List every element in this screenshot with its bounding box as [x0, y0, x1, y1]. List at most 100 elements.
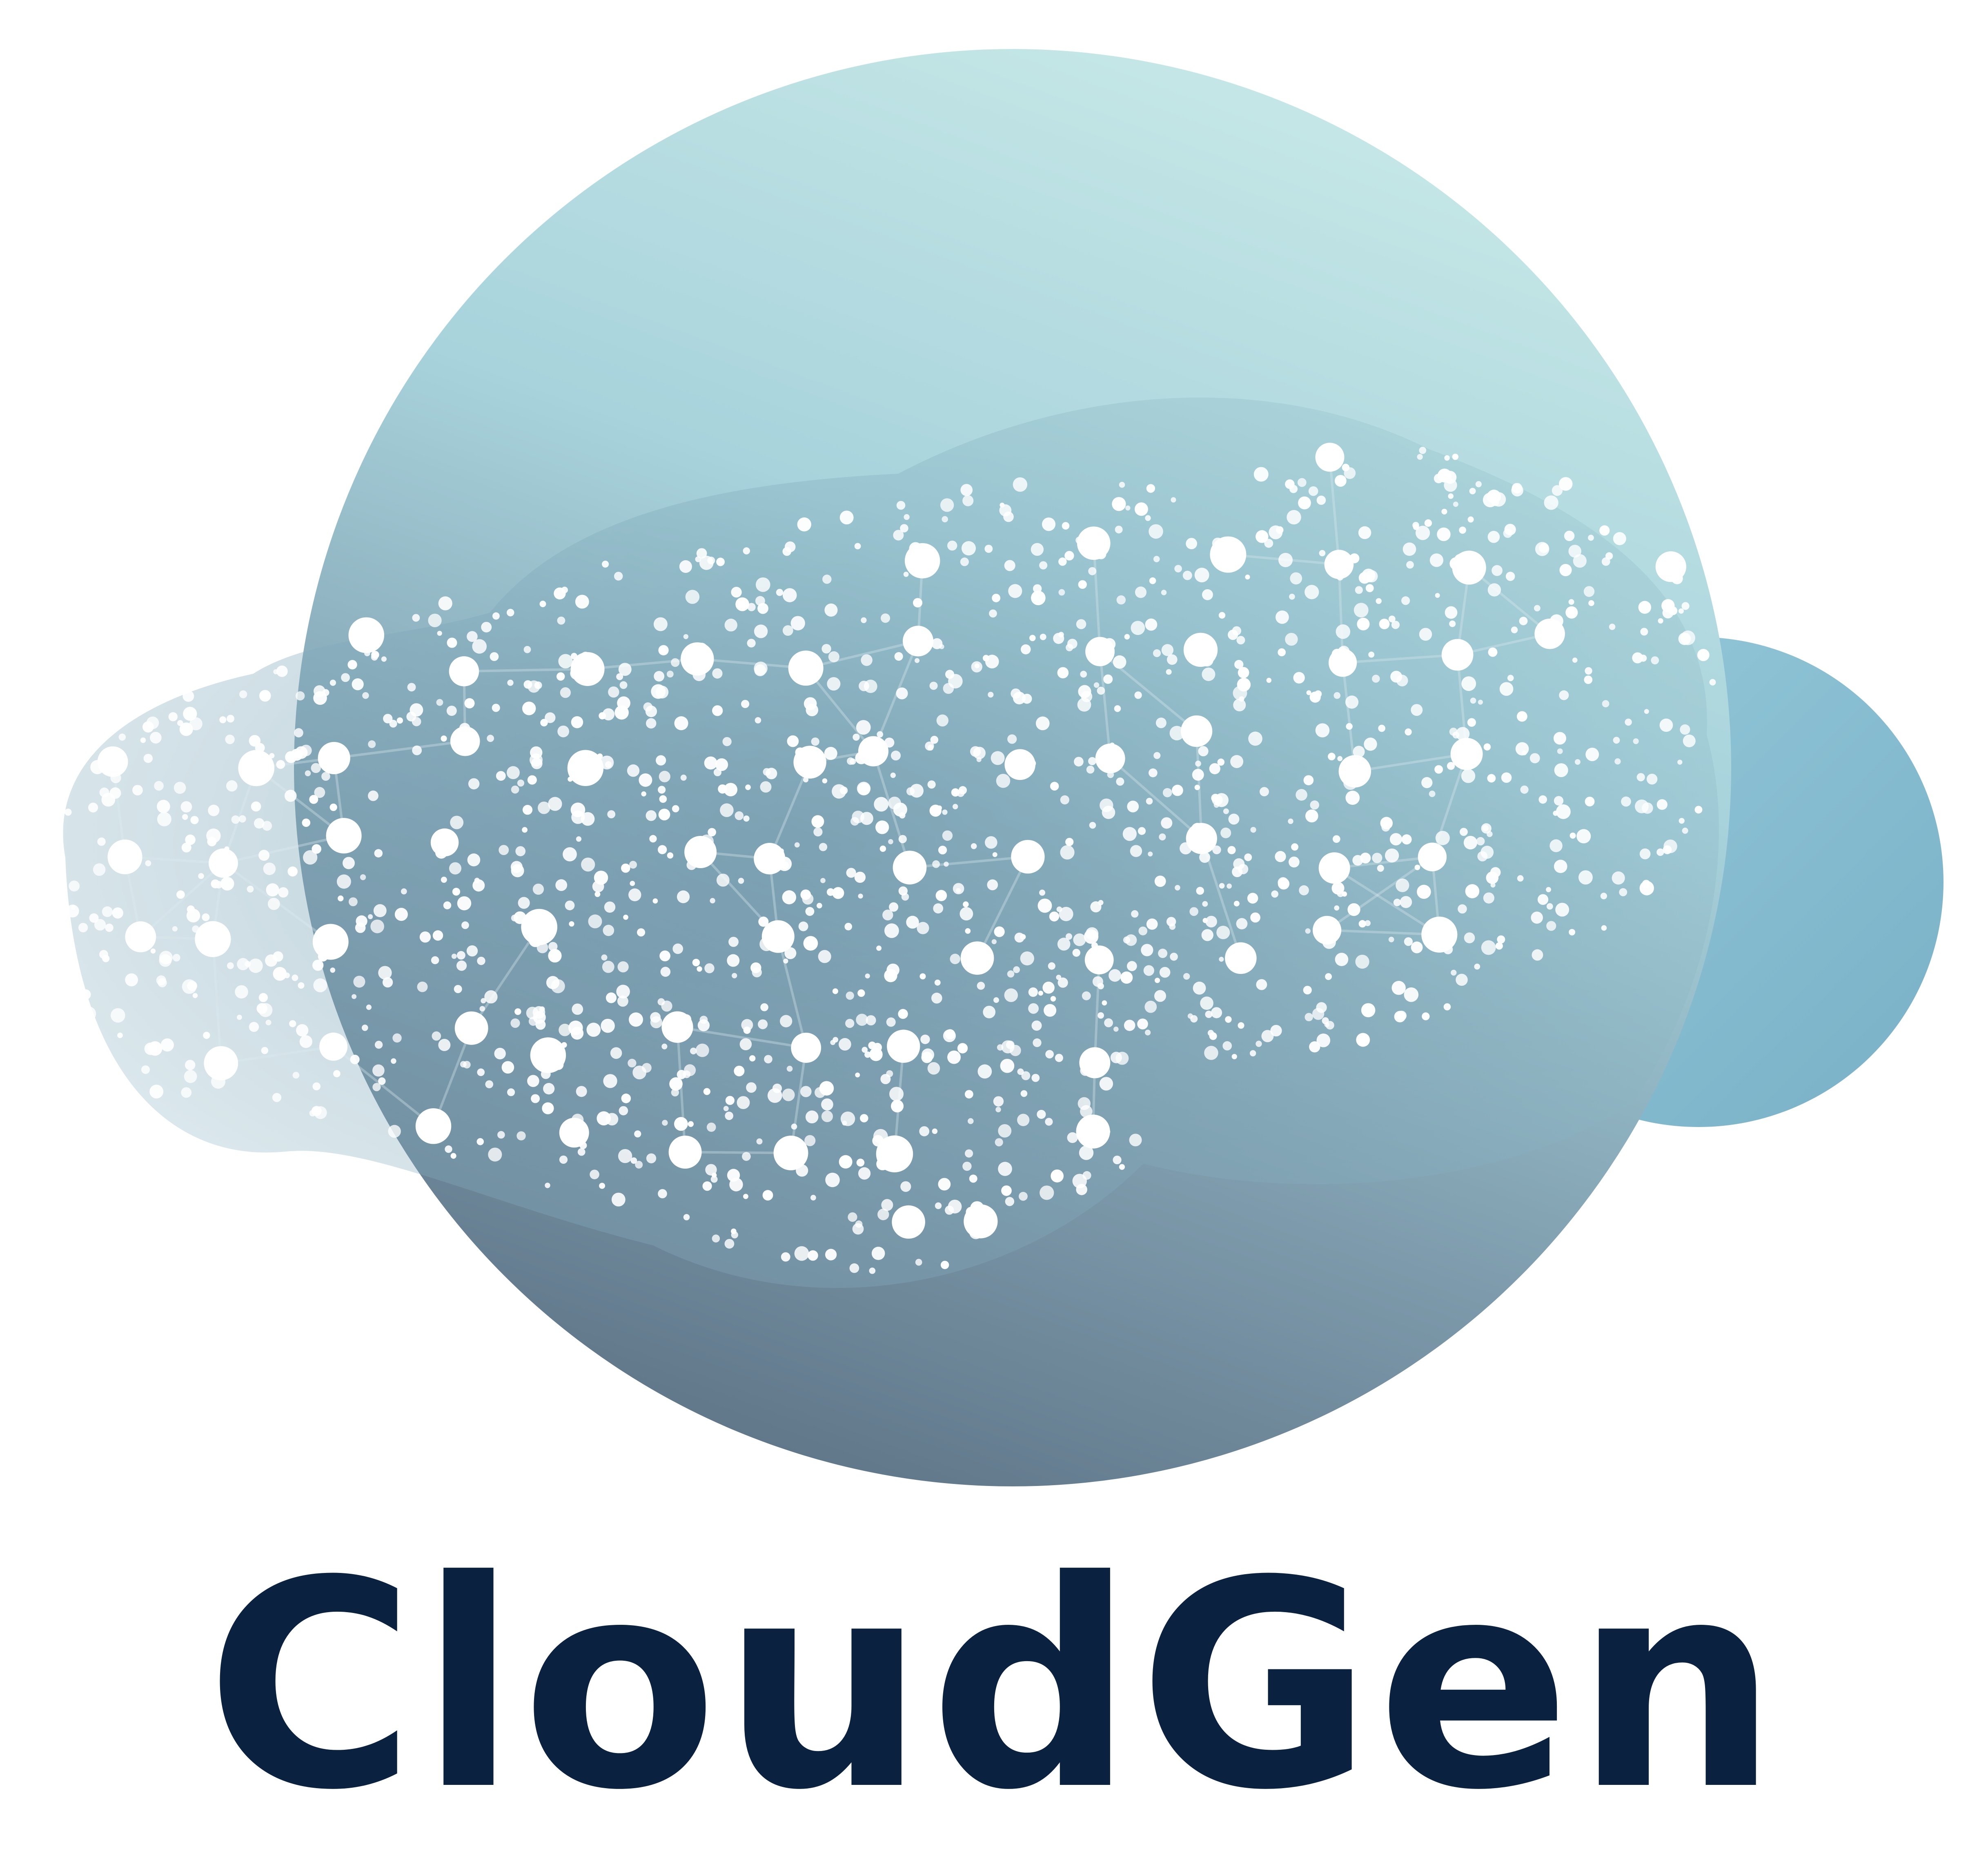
network-node-small [893, 1052, 898, 1058]
network-node-small [1048, 962, 1055, 970]
network-node-small [278, 887, 289, 898]
network-node-small [1122, 827, 1137, 841]
network-node-small [305, 770, 311, 777]
network-node-small [1633, 738, 1639, 744]
network-node-small [450, 1153, 456, 1159]
network-node-small [485, 1080, 494, 1089]
network-node-small [1668, 606, 1678, 615]
network-link [790, 1047, 808, 1153]
network-node-small [99, 787, 109, 797]
network-node-large [1318, 852, 1350, 884]
network-node-small [1057, 667, 1069, 679]
network-node-small [292, 974, 298, 981]
network-node-small [746, 1082, 757, 1093]
network-node-small [766, 862, 772, 868]
network-node-small [1055, 1054, 1063, 1062]
network-node-small [1709, 679, 1716, 686]
network-node-small [579, 1142, 587, 1149]
network-node-small [1260, 787, 1269, 797]
network-node-small [1377, 864, 1384, 872]
network-node-small [412, 614, 420, 622]
network-link [1092, 543, 1102, 652]
network-node-small [808, 1250, 818, 1261]
network-node-small [1299, 885, 1309, 896]
network-node-small [1354, 603, 1369, 618]
network-node-large [1450, 737, 1483, 770]
network-node-small [1447, 762, 1455, 770]
network-node-small [1130, 845, 1142, 857]
network-node-small [1040, 1185, 1054, 1200]
network-node-small [1051, 1169, 1064, 1183]
network-node-small [1233, 686, 1247, 700]
network-node-small [1155, 717, 1167, 728]
network-node-small [1194, 568, 1209, 583]
network-node-small [755, 717, 761, 724]
network-node-small [1365, 920, 1371, 926]
network-node-small [1459, 828, 1468, 836]
network-node-large [454, 1011, 488, 1045]
network-node-small [1092, 976, 1103, 987]
network-node-small [940, 498, 954, 512]
network-node-small [862, 1047, 868, 1053]
network-node-small [1389, 833, 1403, 846]
network-node-small [337, 895, 344, 902]
network-node-small [1217, 758, 1225, 766]
network-node-small [1454, 554, 1467, 566]
network-node-small [488, 1147, 502, 1162]
network-node-small [1144, 1000, 1157, 1013]
network-node-small [290, 748, 303, 761]
network-node-large [208, 848, 238, 878]
network-node-small [559, 1024, 571, 1036]
network-node-small [965, 928, 971, 934]
network-node-small [592, 880, 604, 893]
network-node-small [800, 889, 811, 900]
network-node-small [374, 1040, 383, 1049]
network-node-small [527, 775, 537, 785]
network-node-small [754, 664, 766, 677]
network-node-small [1578, 870, 1593, 885]
network-node-small [189, 717, 203, 731]
network-node-small [1303, 986, 1312, 995]
network-node-small [548, 797, 562, 811]
network-node-large [960, 941, 994, 975]
network-node-small [156, 975, 166, 985]
network-node-small [875, 820, 889, 834]
network-node-small [432, 1031, 441, 1041]
network-node-small [468, 778, 480, 790]
network-node-small [543, 1083, 555, 1095]
network-node-small [950, 953, 961, 965]
network-node-small [864, 679, 877, 693]
network-link [332, 1045, 434, 1127]
network-node-small [618, 663, 632, 676]
network-node-small [510, 1018, 520, 1028]
network-node-small [935, 1202, 942, 1210]
network-node-small [1507, 675, 1514, 682]
network-link [334, 740, 465, 760]
network-node-small [146, 716, 159, 729]
network-node-small [1644, 709, 1649, 714]
network-node-small [329, 679, 336, 686]
network-node-small [368, 790, 378, 801]
network-node-small [1216, 925, 1230, 940]
network-node-small [494, 1047, 506, 1060]
network-node-small [174, 782, 186, 794]
network-node-small [940, 1261, 949, 1269]
network-node-small [309, 1110, 316, 1117]
network-node-small [1250, 826, 1256, 833]
network-node-small [1114, 705, 1121, 712]
network-node-small [1322, 935, 1336, 949]
network-node-small [1269, 525, 1283, 539]
network-node-small [696, 548, 707, 559]
network-node-small [890, 772, 896, 778]
network-node-small [1205, 916, 1217, 928]
network-node-small [984, 544, 993, 553]
network-node-small [1511, 626, 1518, 633]
network-node-small [69, 880, 80, 892]
network-node-small [1045, 1118, 1053, 1126]
network-node-small [884, 923, 899, 938]
network-node-small [869, 1268, 876, 1274]
network-node-small [1044, 1004, 1057, 1017]
network-node-small [1456, 727, 1470, 741]
network-node-small [1080, 1065, 1091, 1076]
network-node-large [559, 1118, 589, 1148]
